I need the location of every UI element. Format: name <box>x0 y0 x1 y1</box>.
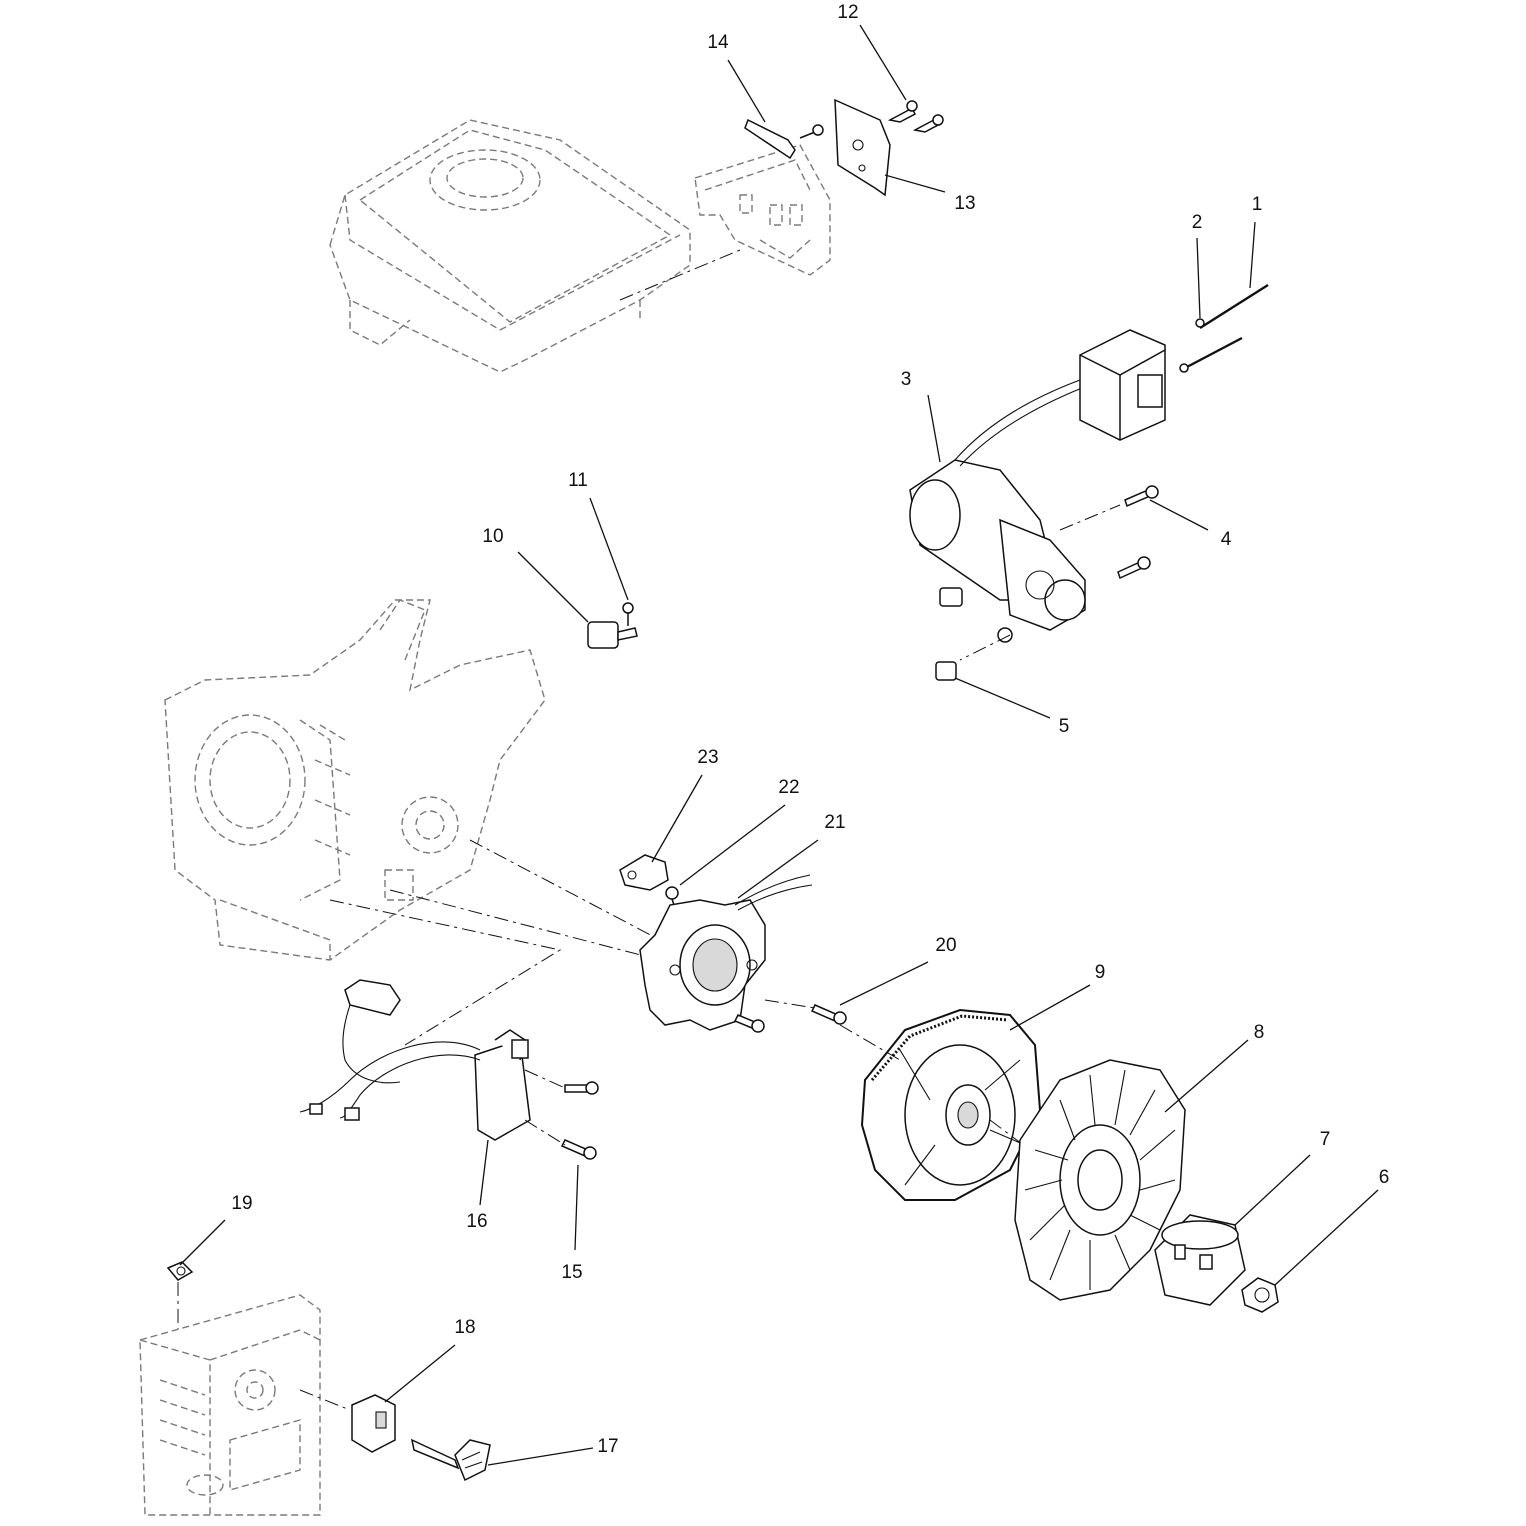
bolt-part-15 <box>560 1081 599 1160</box>
callout-18: 18 <box>454 1317 475 1338</box>
starter-motor-part-3 <box>909 379 1086 643</box>
callout-1: 1 <box>1252 194 1263 215</box>
bracket-part-23 <box>619 854 669 891</box>
callout-5: 5 <box>1059 716 1070 737</box>
screw-part-12 <box>887 100 944 133</box>
control-panel-reference <box>694 144 831 276</box>
bolt-part-1 <box>1184 283 1269 370</box>
callout-15: 15 <box>561 1262 582 1283</box>
callout-8: 8 <box>1254 1022 1265 1043</box>
key-part-17 <box>410 1438 491 1482</box>
flywheel-part-9 <box>860 1008 1042 1201</box>
callout-6: 6 <box>1379 1167 1390 1188</box>
engine-cover-reference <box>139 1294 321 1516</box>
screw-part-22 <box>665 886 679 909</box>
callout-14: 14 <box>707 32 729 53</box>
bolt-part-20 <box>733 1004 847 1033</box>
callout-7: 7 <box>1320 1129 1331 1150</box>
callout-2: 2 <box>1192 212 1203 233</box>
callout-19: 19 <box>231 1193 252 1214</box>
cable-part-14 <box>744 118 824 160</box>
nut-part-6 <box>1241 1277 1279 1313</box>
fuel-tank-reference <box>329 119 741 373</box>
callout-labels: 1 2 3 4 5 6 7 8 9 10 11 12 13 14 15 16 1… <box>231 2 1389 1457</box>
callout-3: 3 <box>901 369 912 390</box>
screw-part-11 <box>622 602 634 626</box>
bolt-part-4 <box>1117 485 1159 580</box>
callout-23: 23 <box>697 747 718 768</box>
ignition-coil-part-16 <box>299 979 531 1141</box>
callout-13: 13 <box>954 193 975 214</box>
relay-box <box>1079 329 1166 441</box>
switch-part-10 <box>587 621 638 649</box>
callout-22: 22 <box>778 777 799 798</box>
callout-12: 12 <box>837 2 858 23</box>
cup-part-7 <box>1154 1214 1246 1306</box>
spacer-part-5 <box>935 661 957 681</box>
washer-part-2 <box>1179 318 1205 373</box>
callout-4: 4 <box>1221 529 1232 550</box>
crankcase-reference <box>164 599 661 1046</box>
stator-part-21 <box>639 874 813 1031</box>
callout-10: 10 <box>482 526 503 547</box>
leader-lines <box>179 24 1379 1466</box>
callout-16: 16 <box>466 1211 487 1232</box>
callout-21: 21 <box>824 812 845 833</box>
fan-part-8 <box>1014 1059 1186 1301</box>
callout-9: 9 <box>1095 962 1106 983</box>
clip-part-19 <box>166 1261 194 1281</box>
callout-11: 11 <box>568 470 588 491</box>
callout-17: 17 <box>597 1436 618 1457</box>
ignition-switch-part-18 <box>351 1394 396 1453</box>
bracket-part-13 <box>834 98 891 197</box>
callout-20: 20 <box>935 935 956 956</box>
